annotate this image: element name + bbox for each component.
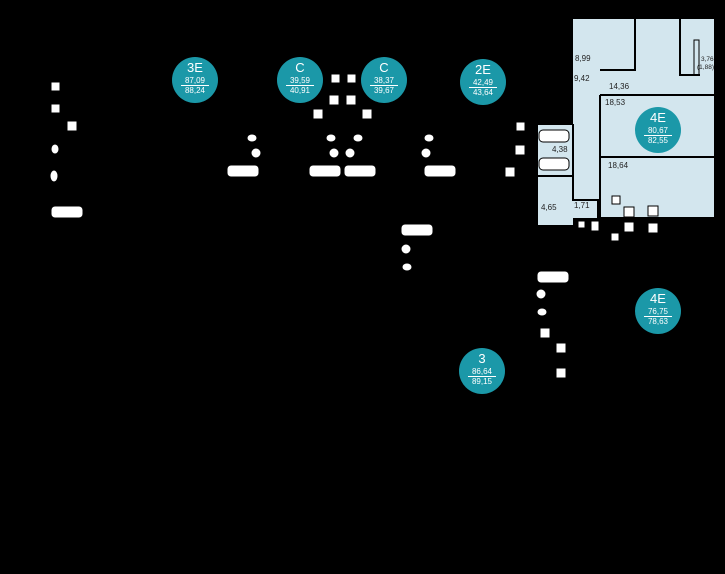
apartment-badge[interactable]: 3 86,64 89,15 [459,348,505,394]
sink-icon [623,221,635,233]
toilet-icon [401,262,413,272]
toilet-icon [250,147,262,159]
apartment-type: C [379,60,389,75]
room-area-label: 18,53 [605,98,626,107]
apartment-area-living: 87,09 [181,76,209,86]
apartment-area-living: 80,67 [644,126,672,136]
apartment-badge-selected[interactable]: 4E 80,67 82,55 [635,107,681,153]
toilet-icon [344,147,356,159]
room-area-label: 8,99 [575,54,591,63]
apartment-area-living: 39,59 [286,76,314,86]
apartment-type: 4E [650,110,666,125]
apartment-type: 3E [187,60,203,75]
toilet-icon [423,133,435,143]
stove-icon [346,73,357,84]
walls [536,17,716,227]
shower-icon [539,327,551,339]
apartment-badge[interactable]: 2E 42,49 43,64 [460,59,506,105]
apartment-area-total: 78,63 [647,317,669,326]
shower-icon [361,108,373,120]
apartment-area-total: 88,24 [184,86,206,95]
apartment-type: 3 [478,351,486,366]
closet [693,39,700,76]
bathtub-icon [400,223,434,237]
apartment-area-total: 40,91 [289,86,311,95]
apartment-area-total: 82,55 [647,136,669,145]
bathtub-icon [538,129,570,143]
sink-icon [328,94,340,106]
toilet-icon [246,133,258,143]
apartment-area-living: 38,37 [370,76,398,86]
bathtub-icon [423,164,457,178]
apartment-badge[interactable]: 3E 87,09 88,24 [172,57,218,103]
stove-icon [555,367,567,379]
room-area-label: 4,65 [541,203,557,212]
apartment-area-total: 39,67 [373,86,395,95]
room-area-label: 9,42 [574,74,590,83]
apartment-area-total: 89,15 [471,377,493,386]
stove-icon [514,144,526,156]
sink-icon [504,166,516,178]
toilet-icon [49,169,59,183]
room-area-label: 18,64 [608,161,629,170]
bathtub-icon [308,164,342,178]
toilet-icon [50,143,60,155]
toilet-icon [400,243,412,255]
sink-icon [555,342,567,354]
bathtub-icon [343,164,377,178]
apartment-badge[interactable]: C 39,59 40,91 [277,57,323,103]
toilet-icon [328,147,340,159]
shower-icon [590,220,600,232]
toilet-icon [420,147,432,159]
apartment-badge[interactable]: 4E 76,75 78,63 [635,288,681,334]
shower-icon [647,205,659,217]
room-fill-bath-lower [537,176,573,226]
fixtures [49,73,659,379]
bathtub-icon [226,164,260,178]
stove-icon [330,73,341,84]
toilet-icon [325,133,337,143]
sink-icon [345,94,357,106]
stove-icon [647,222,659,234]
sink-icon [623,206,635,218]
apartment-area-living: 42,49 [469,78,497,88]
bathtub-icon [50,205,84,219]
toilet-icon [352,133,364,143]
room-area-label: 1,71 [574,201,590,210]
room-area-label: 3,76 [701,56,714,63]
apartment-badge[interactable]: C 38,37 39,67 [361,57,407,103]
highlighted-apartment[interactable] [536,17,716,227]
apartment-type: 4E [650,291,666,306]
room-area-label: 14,36 [609,82,630,91]
shower-icon [66,120,78,132]
apartment-area-living: 76,75 [644,307,672,317]
stove-icon [611,195,621,205]
room-area-label: 4,38 [552,145,568,154]
apartment-area-total: 43,64 [472,88,494,97]
stove-icon [515,121,526,132]
room-area-label: (1,88) [697,64,714,71]
stove-icon [50,81,61,92]
sink-icon [50,103,61,114]
shower-icon [312,108,324,120]
apartment-type: C [295,60,305,75]
sink-icon [610,232,620,242]
bathtub-icon [536,270,570,284]
stove-icon [577,220,586,229]
apartment-area-living: 86,64 [468,367,496,377]
toilet-icon [536,307,548,317]
bathtub-icon [538,157,570,171]
toilet-icon [535,288,547,300]
apartment-type: 2E [475,62,491,77]
